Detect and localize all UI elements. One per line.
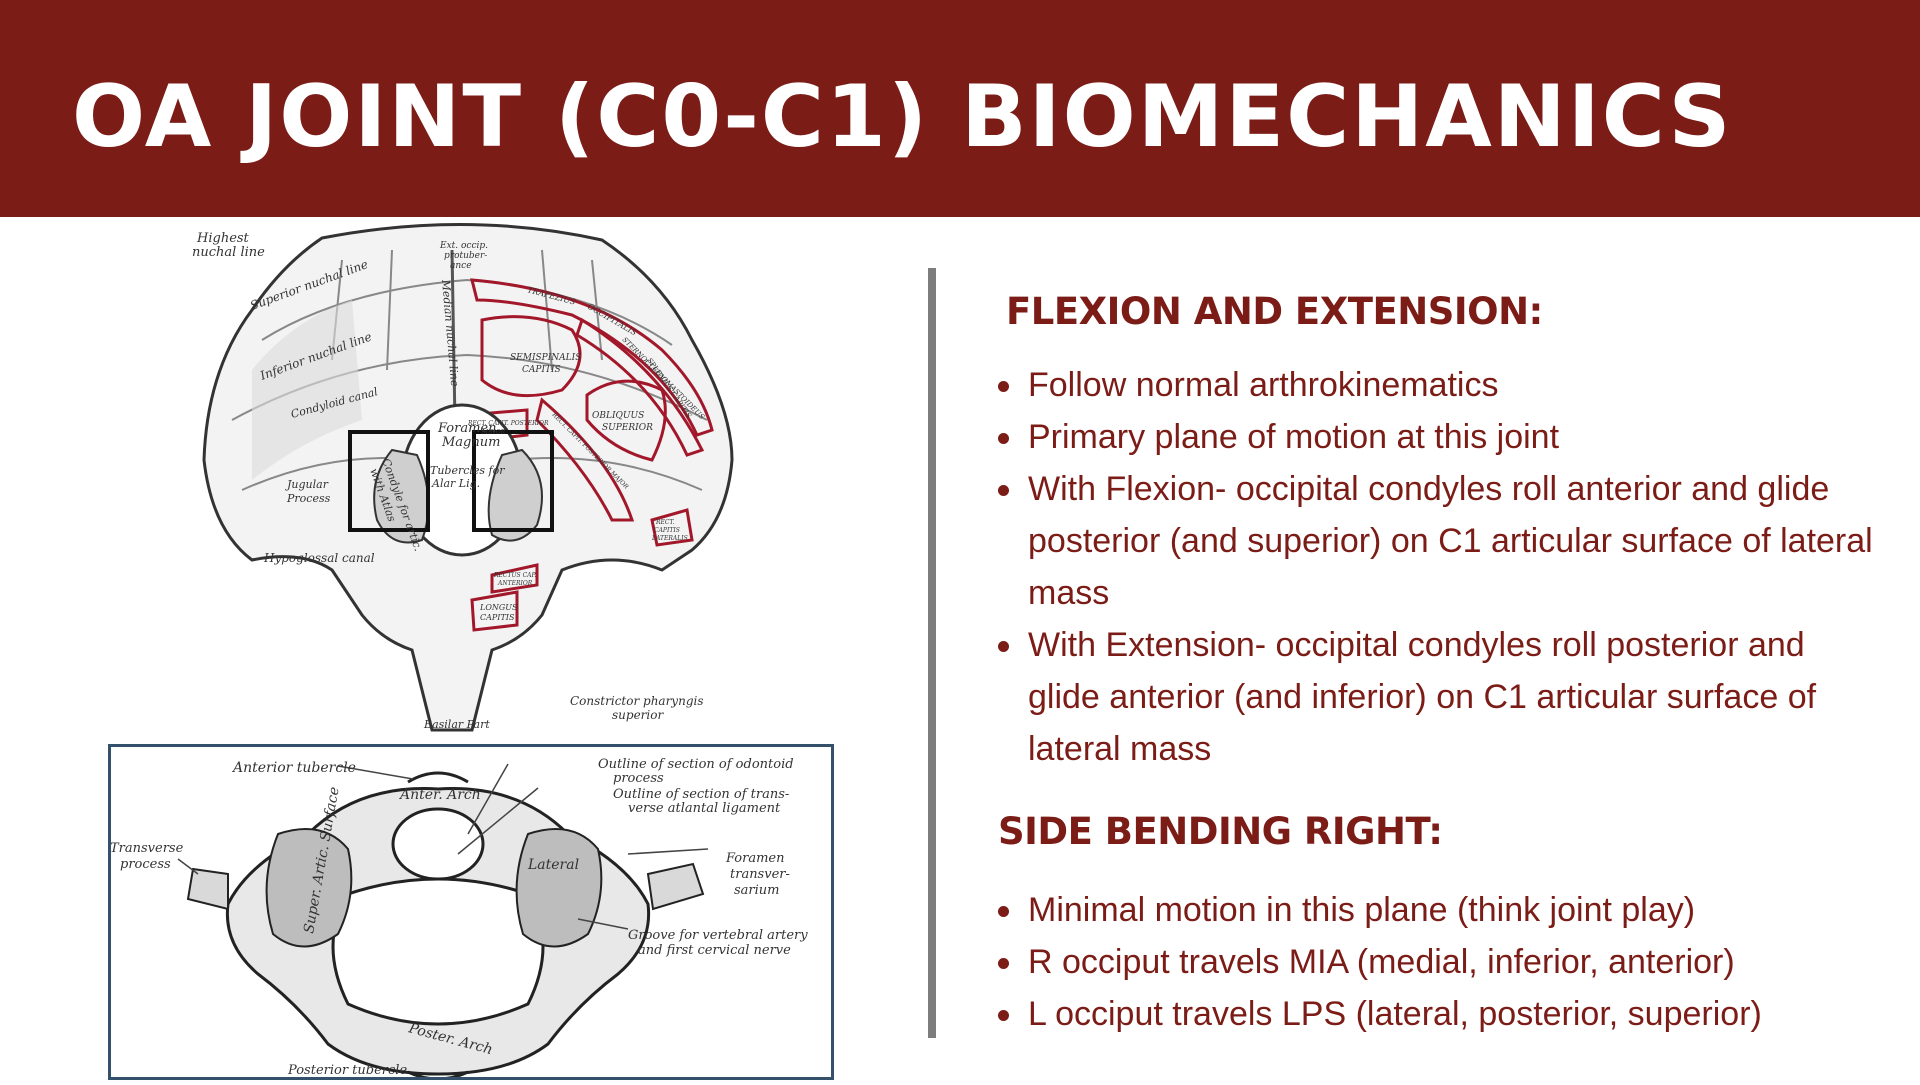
label-outline-odontoid-2: process <box>613 771 664 786</box>
title-banner: OA JOINT (C0-C1) BIOMECHANICS <box>0 0 1920 217</box>
label-rect-lateralis-2: CAPITIS <box>654 527 680 534</box>
label-foramen-2: Magnum <box>441 435 500 450</box>
vertical-divider <box>928 268 936 1038</box>
label-transverse-2: process <box>120 857 171 872</box>
occipital-bone-illustration: Highest nuchal line Ext. occip. protuber… <box>192 220 742 740</box>
list-item: Minimal motion in this plane (think join… <box>998 884 1878 936</box>
list-item: Primary plane of motion at this joint <box>998 411 1878 463</box>
atlas-illustration: Anterior tubercle Anter. Arch Outline of… <box>108 744 834 1081</box>
label-lateral: Lateral <box>527 857 579 873</box>
label-rect-minor-1: RECT. CAPIT. POSTERIOR <box>467 420 549 427</box>
list-item: With Extension- occipital condyles roll … <box>998 619 1878 775</box>
label-rect-anterior-2: ANTERIOR <box>497 580 533 587</box>
longus-outline <box>470 590 519 632</box>
side-bending-list: Minimal motion in this plane (think join… <box>998 884 1878 1040</box>
label-semispinalis-1: SEMISPINALIS <box>510 353 581 363</box>
label-obliquus-1: OBLIQUUS <box>592 411 644 421</box>
label-semispinalis-2: CAPITIS <box>522 365 561 375</box>
label-foramen-transversarium-3: sarium <box>734 883 780 898</box>
list-item: R occiput travels MIA (medial, inferior,… <box>998 936 1878 988</box>
section-heading-side-bending: SIDE BENDING RIGHT: <box>998 810 1443 853</box>
atlas-svg: Anterior tubercle Anter. Arch Outline of… <box>110 757 808 1081</box>
label-groove-2: and first cervical nerve <box>638 943 791 958</box>
label-anterior-tubercle: Anterior tubercle <box>231 760 356 776</box>
label-rect-minor-2: MINOR <box>481 429 506 436</box>
label-longus-2: CAPITIS <box>480 613 515 622</box>
rect-major-outline <box>535 397 635 522</box>
label-rect-anterior-1: RECTUS CAP. <box>493 572 536 579</box>
trapezius-outline <box>470 278 714 437</box>
label-jugular-2: Process <box>286 492 331 505</box>
semispinalis-outline <box>480 315 582 398</box>
section-heading-flexion-extension: FLEXION AND EXTENSION: <box>1006 290 1543 333</box>
label-obliquus-2: SUPERIOR <box>602 423 653 433</box>
list-item: L occiput travels LPS (lateral, posterio… <box>998 988 1878 1040</box>
occipital-bone-svg: Highest nuchal line Ext. occip. protuber… <box>192 222 734 732</box>
label-ext-occ-3: ance <box>450 261 472 271</box>
rect-lateralis-outline <box>650 508 694 547</box>
right-lateral-mass <box>515 828 603 948</box>
muscle-attachments <box>465 278 714 632</box>
left-transverse-process <box>186 867 229 911</box>
flexion-extension-list: Follow normal arthrokinematics Primary p… <box>998 359 1878 775</box>
label-tubercles-1: Tubercles for <box>430 464 505 477</box>
atlas-frame <box>108 744 834 1080</box>
label-posterior-tubercle: Posterior tubercle <box>287 1063 407 1078</box>
label-anter-arch: Anter. Arch <box>398 787 481 803</box>
skull-shading <box>252 300 362 480</box>
right-transverse-process <box>646 862 705 911</box>
leader-lines <box>177 763 709 930</box>
label-outline-trans-1: Outline of section of trans- <box>613 787 789 802</box>
list-item: Follow normal arthrokinematics <box>998 359 1878 411</box>
label-foramen-transversarium-1: Foramen <box>725 851 785 866</box>
label-foramen-1: Foramen <box>437 421 497 436</box>
label-ext-occ-2: protuber- <box>444 251 487 261</box>
left-condyle-highlight-box <box>348 430 430 532</box>
label-rect-lateralis-3: LATERALIS <box>651 535 688 542</box>
label-basilar: Basilar Part <box>423 718 490 731</box>
obliquus-outline <box>585 379 667 462</box>
label-outline-trans-2: verse atlantal ligament <box>628 801 781 816</box>
page-title: OA JOINT (C0-C1) BIOMECHANICS <box>72 67 1733 167</box>
label-outline-odontoid-1: Outline of section of odontoid <box>598 757 794 772</box>
label-ext-occ-1: Ext. occip. <box>439 241 488 251</box>
left-lateral-mass <box>265 828 353 948</box>
anterior-tubercle <box>407 771 469 784</box>
sternocleido-outline <box>575 317 705 457</box>
right-condyle <box>487 448 543 542</box>
label-highest-nuchal-2: nuchal line <box>192 245 265 260</box>
label-constrictor-1: Constrictor pharyngis <box>570 694 704 708</box>
rect-anterior-outline <box>490 563 539 594</box>
label-foramen-transversarium-2: transver- <box>730 867 790 882</box>
list-item: With Flexion- occipital condyles roll an… <box>998 463 1878 619</box>
right-condyle-highlight-box <box>472 430 554 532</box>
label-longus-1: LONGUS <box>479 603 518 612</box>
label-groove-1: Groove for vertebral artery <box>628 928 808 943</box>
label-tubercles-2: Alar Lig. <box>431 477 480 490</box>
odontoid-outline <box>391 807 485 881</box>
label-constrictor-2: superior <box>612 708 664 722</box>
label-jugular-1: Jugular <box>285 478 329 491</box>
vertebral-foramen <box>331 877 545 1026</box>
label-transverse-1: Transverse <box>110 841 184 856</box>
label-rect-lateralis-1: RECT. <box>655 519 675 526</box>
label-hypoglossal: Hypoglossal canal <box>263 551 375 565</box>
label-highest-nuchal-1: Highest <box>196 231 250 246</box>
